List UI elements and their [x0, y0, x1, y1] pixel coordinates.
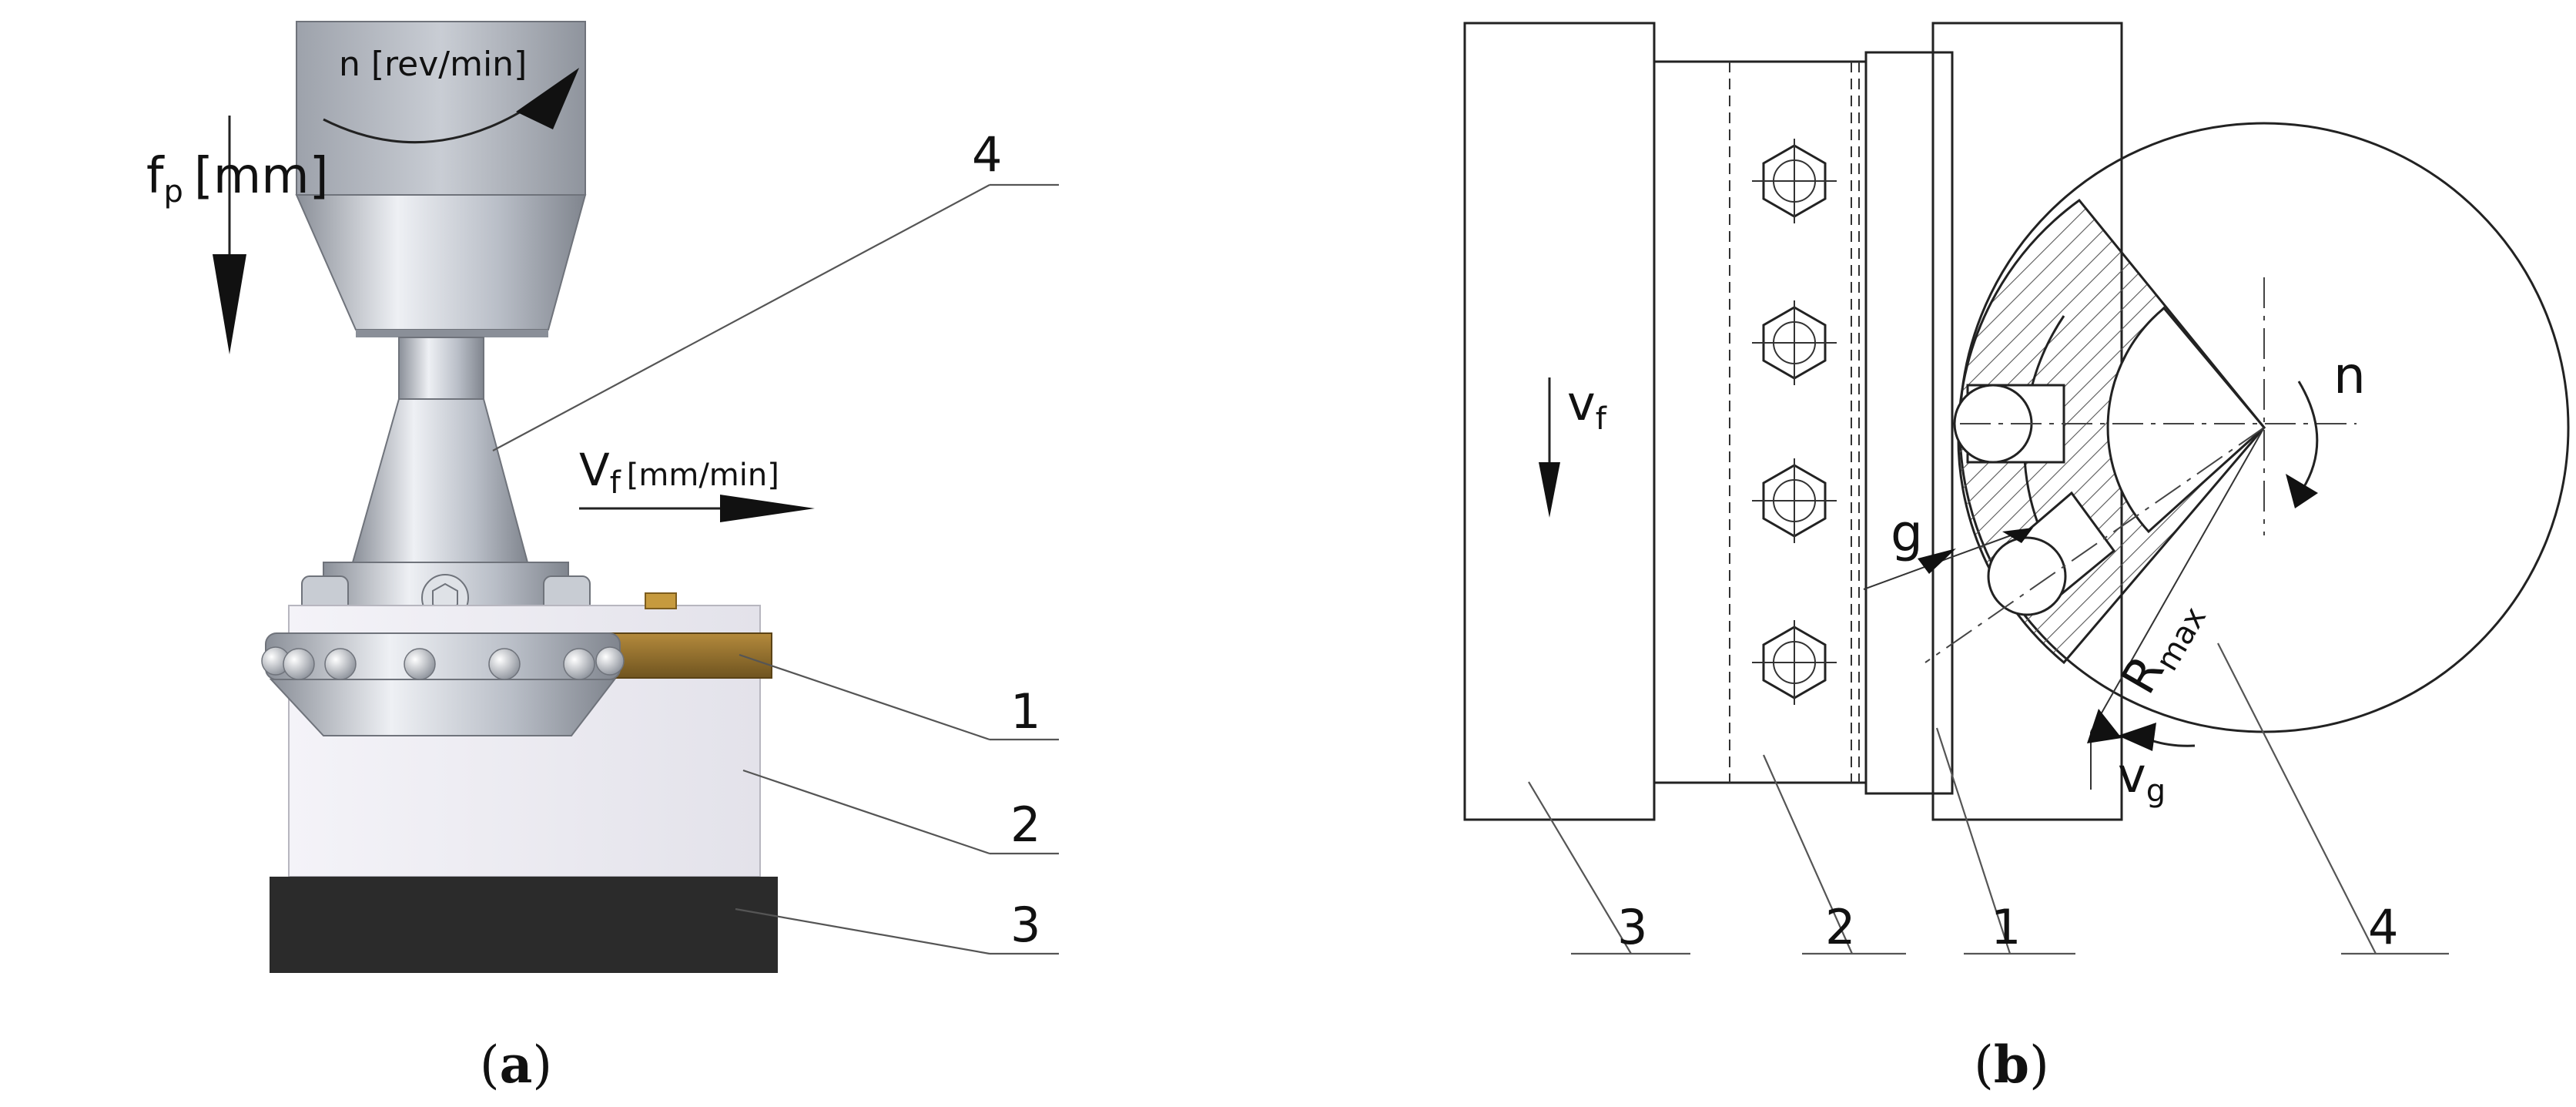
base-3 — [270, 877, 778, 973]
part-label-2-a: 2 — [1010, 797, 1040, 853]
burnishing-head — [261, 632, 625, 736]
leader-2-b — [1762, 754, 1854, 954]
hex-bolt-icon — [1752, 139, 1837, 223]
rotation-arrow-b — [2286, 474, 2318, 508]
part-1-strip — [1864, 51, 1954, 795]
leader-1-a — [739, 653, 990, 741]
leader-1-b — [1935, 727, 2012, 954]
leader-4-b — [2217, 642, 2377, 954]
speed-arrow-head — [2118, 723, 2156, 751]
hex-bolt-icon — [1752, 458, 1837, 543]
part-label-4-b: 4 — [2368, 899, 2398, 955]
hex-bolt-icon — [1752, 620, 1837, 705]
part-2-block — [1653, 60, 1868, 784]
rotation-label: n [rev/min] — [339, 45, 527, 84]
part-label-1-a: 1 — [1010, 683, 1040, 740]
tool-shank — [398, 337, 484, 400]
hex-bolt-icon — [1752, 300, 1837, 385]
part-label-1-b: 1 — [1991, 899, 2021, 955]
speed-label: vg — [2118, 747, 2166, 809]
panel-b: Rmax n vg g vf 3 2 1 — [1463, 22, 2570, 1095]
part-label-2-b: 2 — [1825, 899, 1855, 955]
workpiece-1 — [600, 632, 772, 679]
feed-arrow-head — [720, 495, 815, 522]
radius-label: Rmax — [2110, 588, 2213, 706]
feed-label: Vf[mm/min] — [579, 444, 779, 501]
part-label-3-a: 3 — [1010, 897, 1040, 953]
part-label-3-b: 3 — [1617, 899, 1647, 955]
gap-arrow-head-2 — [2002, 528, 2033, 543]
plunge-label: fp[mm] — [146, 148, 329, 210]
gap-label: g — [1891, 504, 1923, 563]
rmax-line — [2090, 427, 2265, 733]
rotation-arrow — [323, 99, 540, 144]
part-3-block — [1463, 22, 1656, 821]
gap-arrow-head — [1918, 548, 1956, 574]
leader-4-a — [492, 184, 990, 451]
feed-label-b: vf — [1567, 375, 1607, 437]
caption-a: (a) — [480, 1035, 552, 1095]
leader-3-a — [735, 907, 990, 955]
leader-3-b — [1528, 781, 1632, 954]
tool-cone — [351, 398, 529, 563]
burnishing-balls — [261, 646, 625, 680]
feed-arrow-b-head — [1539, 462, 1560, 518]
leader-2-a — [742, 769, 990, 855]
caption-b: (b) — [1974, 1035, 2049, 1095]
rotation-label-b: n — [2333, 346, 2366, 405]
rotation-arc-b — [2297, 381, 2319, 490]
rmax-arrow-head — [2087, 709, 2122, 743]
clamp-bolt — [645, 592, 677, 609]
tool-section-inner — [2106, 306, 2266, 534]
centerline-diag — [1924, 427, 2265, 663]
rotation-arrow-head — [516, 68, 579, 129]
panel-a: n [rev/min] fp[mm] — [146, 21, 1059, 1095]
part-label-4-a: 4 — [972, 126, 1002, 183]
plunge-arrow-head — [213, 254, 246, 354]
